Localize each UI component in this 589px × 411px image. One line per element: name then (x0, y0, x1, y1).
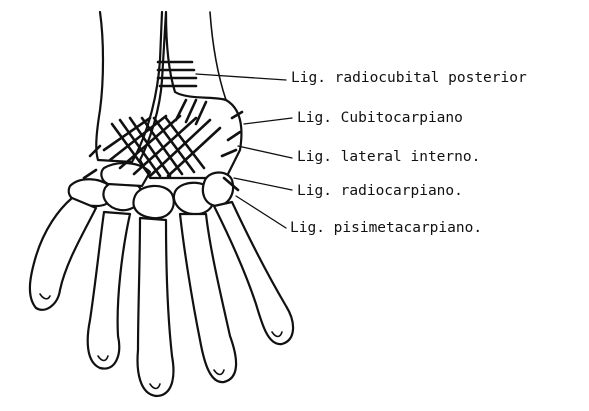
metacarpal-3 (138, 218, 174, 396)
leader-line-1 (196, 74, 286, 80)
leader-line-5 (236, 196, 286, 228)
carpal-capitate (134, 186, 174, 218)
metacarpal-4 (180, 214, 236, 382)
radius-shaft-line (210, 12, 226, 100)
label-pisimetacarpiano: Lig. pisimetacarpiano. (290, 220, 482, 236)
label-radiocarpiano: Lig. radiocarpiano. (297, 183, 463, 199)
label-radiocubital-posterior: Lig. radiocubital posterior (291, 70, 527, 86)
leader-line-3 (238, 146, 292, 158)
leader-line-4 (234, 178, 292, 190)
label-lateral-interno: Lig. lateral interno. (297, 149, 480, 165)
carpal-pisiform (203, 173, 233, 207)
leader-line-2 (244, 118, 292, 124)
label-cubitocarpiano: Lig. Cubitocarpiano (297, 110, 463, 126)
metacarpal-1 (30, 198, 96, 310)
metacarpal-2 (88, 212, 130, 369)
